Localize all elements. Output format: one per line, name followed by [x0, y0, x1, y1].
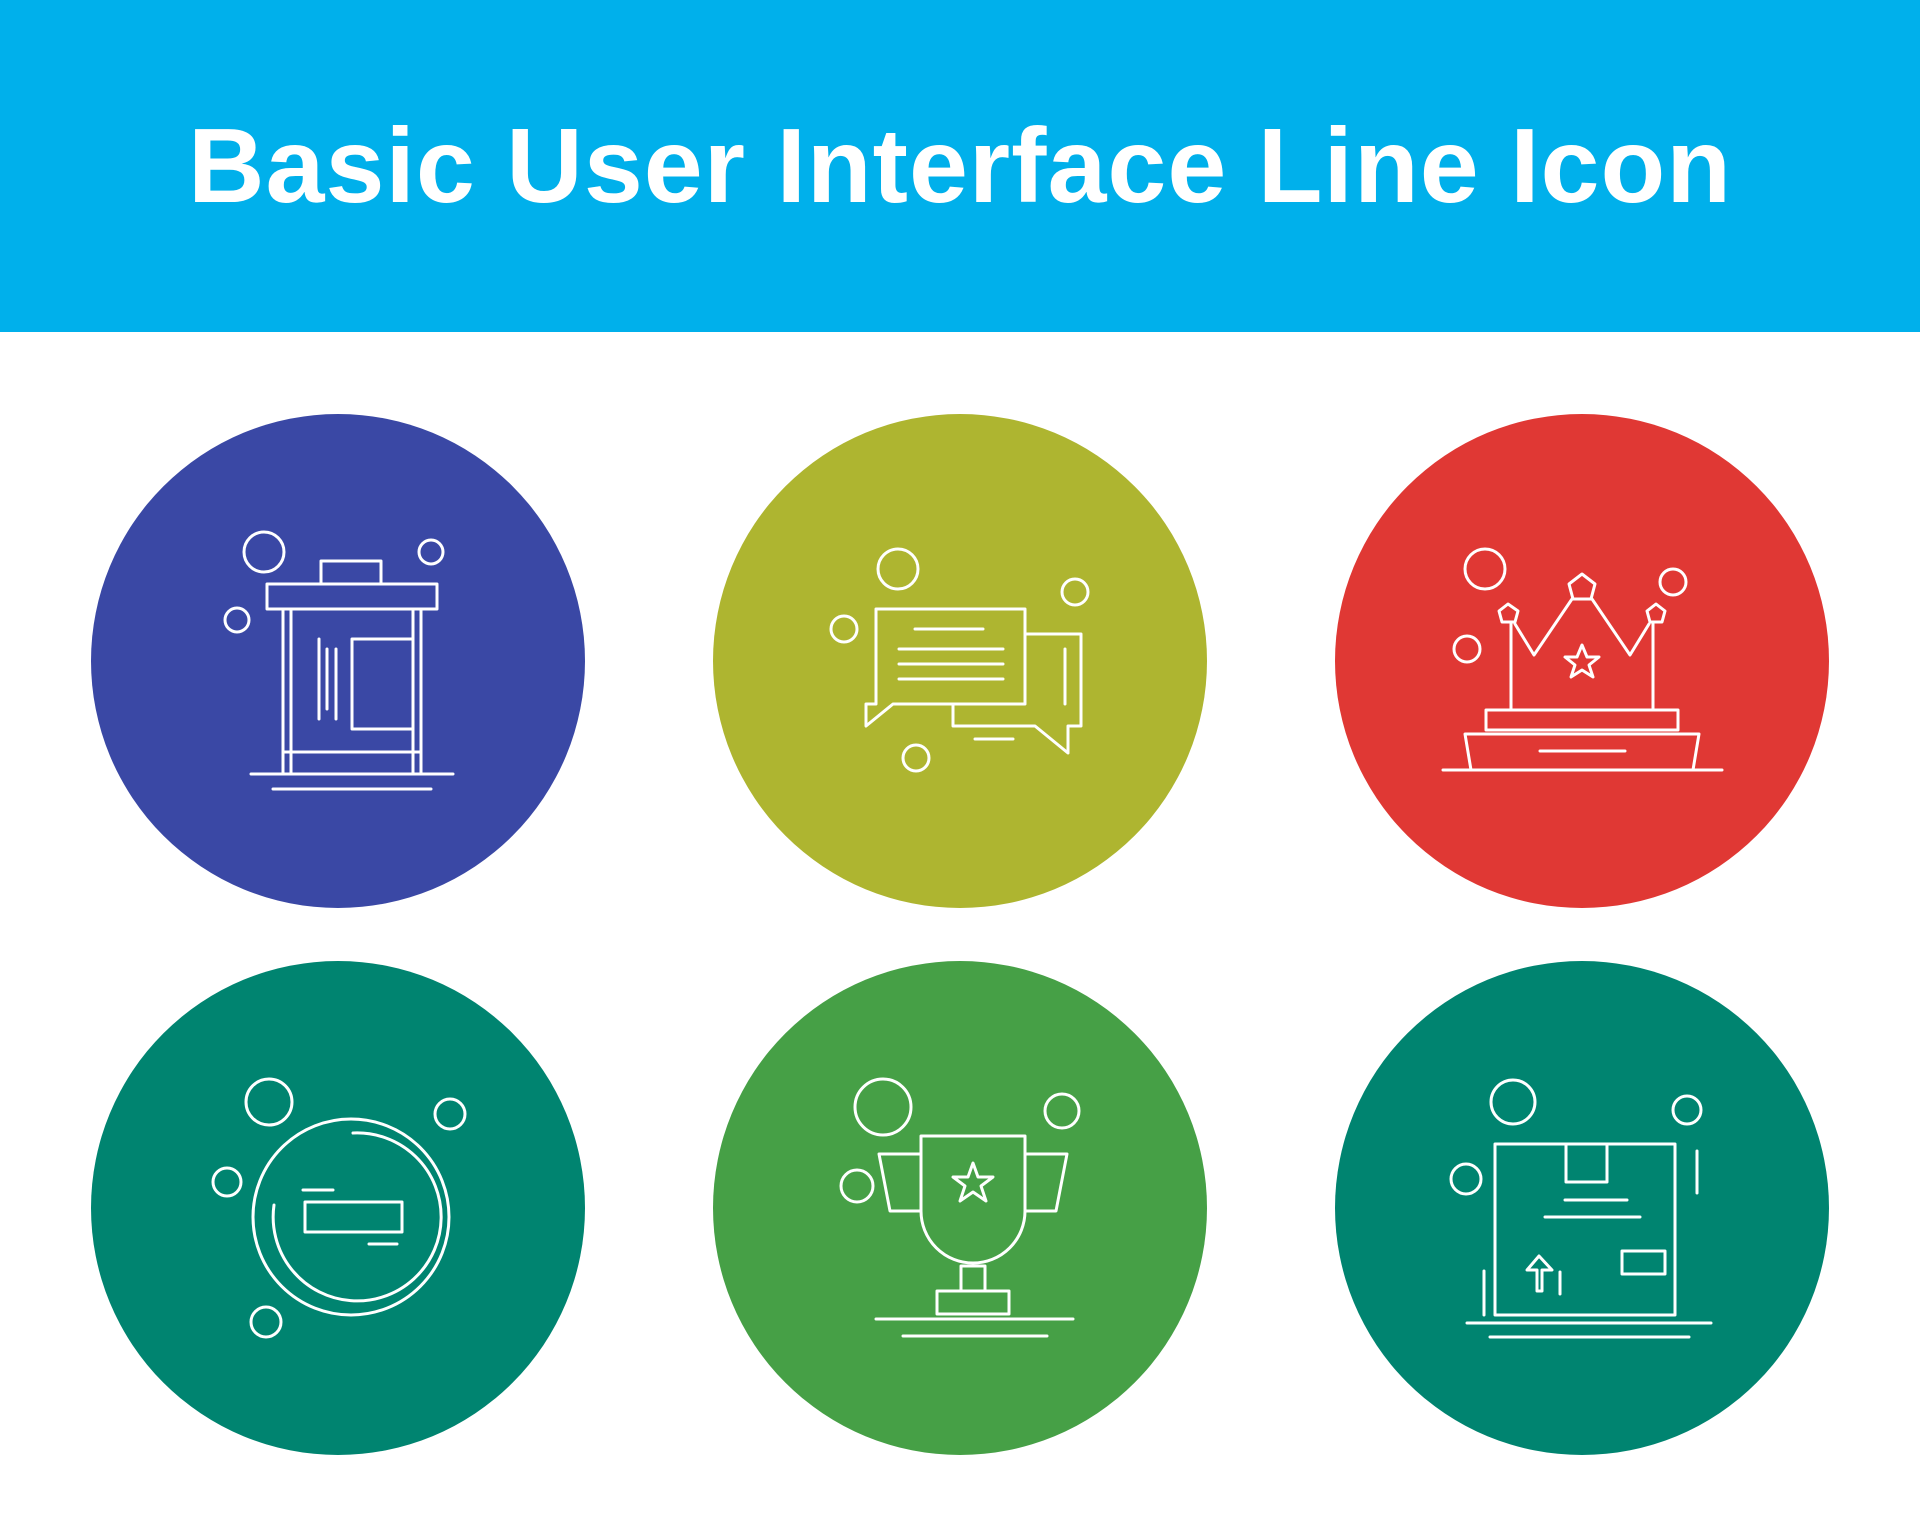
icon-tile-trophy[interactable]: [713, 961, 1207, 1455]
circle-background: [1335, 961, 1829, 1455]
box-package-icon: [1449, 1078, 1713, 1339]
header-banner: Basic User Interface Line Icon: [0, 0, 1920, 332]
circle-background: [1335, 414, 1829, 908]
chat-bubbles-icon: [829, 547, 1090, 773]
icon-tile-toggle[interactable]: [91, 961, 585, 1455]
icon-tile-chat[interactable]: [713, 414, 1207, 908]
icon-tile-package[interactable]: [1335, 961, 1829, 1455]
circle-background: [713, 414, 1207, 908]
circle-background: [713, 961, 1207, 1455]
trophy-icon: [839, 1077, 1081, 1338]
crown-icon: [1441, 547, 1724, 772]
trash-bin-icon: [223, 530, 455, 791]
circle-background: [91, 961, 585, 1455]
page-title: Basic User Interface Line Icon: [187, 106, 1733, 225]
toggle-button-icon: [211, 1077, 467, 1339]
icon-tile-trash[interactable]: [91, 414, 585, 908]
circle-background: [91, 414, 585, 908]
icon-tile-crown[interactable]: [1335, 414, 1829, 908]
